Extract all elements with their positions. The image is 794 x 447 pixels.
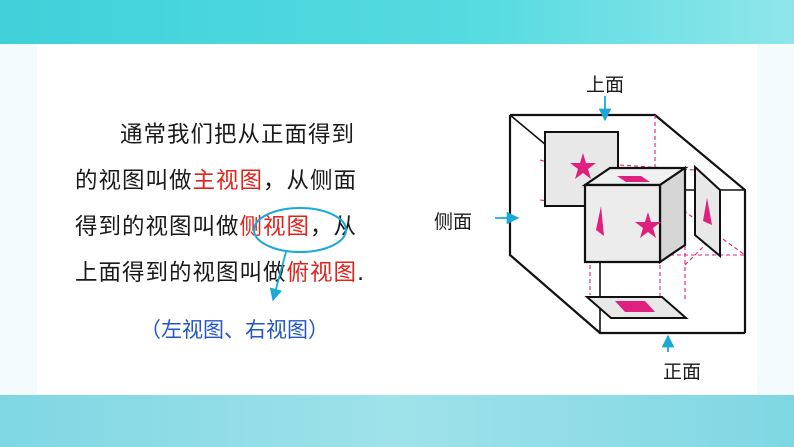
cube [581,165,689,265]
triangle-icon [703,198,712,225]
label-top-face: 上面 [586,74,625,96]
label-side-face: 侧面 [434,211,473,233]
paragraph-text: 通常我们把从正面得到 [120,122,356,148]
label-front-face: 正面 [663,361,702,383]
paragraph-text: 的视图叫做 [75,168,193,194]
side-face-panel [694,164,721,259]
definition-paragraph: 通常我们把从正面得到 的视图叫做主视图，从侧面 得到的视图叫做侧视图，从 上面得… [75,112,425,296]
footer-band [0,395,794,447]
term-front-view: 主视图 [192,168,264,194]
label-arrows [495,96,675,352]
bottom-face-panel [584,296,689,319]
paragraph-line-4: 上面得到的视图叫做俯视图. [75,250,425,296]
paragraph-line-1: 通常我们把从正面得到 [75,112,425,158]
triangle-icon [596,206,604,236]
term-side-view: 侧视图 [239,214,311,240]
parallelogram-icon [617,176,650,182]
paragraph-text: ，从侧面 [263,168,358,194]
paragraph-text: 上面得到的视图叫做 [75,260,287,286]
paragraph-line-2: 的视图叫做主视图，从侧面 [75,158,425,204]
highlight-ellipse [253,207,347,253]
paragraph-line-3: 得到的视图叫做侧视图，从 [75,204,425,250]
parallelogram-icon [615,301,655,312]
side-view-note: （左视图、右视图） [140,318,329,342]
star-icon [635,212,661,238]
paragraph-text: 得到的视图叫做 [75,214,240,240]
paragraph-text: ，从 [310,214,358,240]
header-band [0,0,794,44]
term-top-view: 俯视图 [286,260,358,286]
paragraph-text: . [357,260,366,286]
note-pointer-arrow [269,251,287,302]
star-icon [570,153,596,179]
